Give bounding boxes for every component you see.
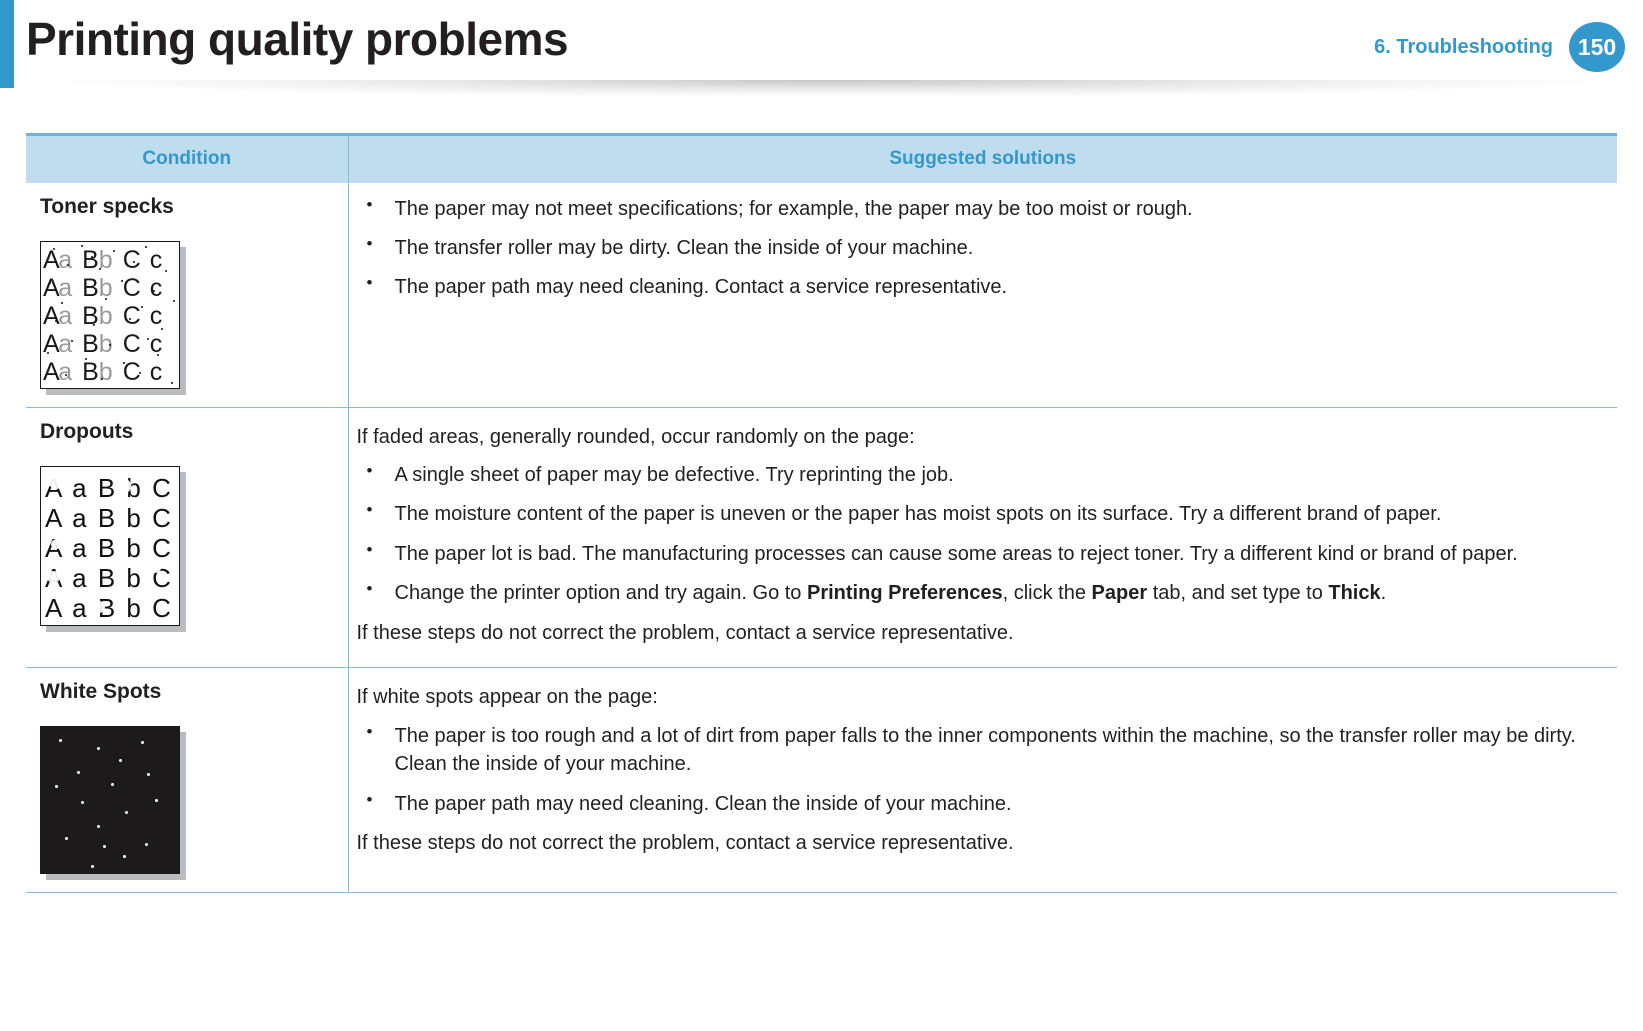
page-title: Printing quality problems — [26, 13, 569, 65]
condition-cell-white-spots: White Spots — [26, 667, 349, 894]
solution-intro: If faded areas, generally rounded, occur… — [356, 425, 915, 448]
list-item: The transfer roller may be dirty. Clean … — [359, 232, 1600, 262]
solution-outro: If these steps do not correct the proble… — [356, 621, 1014, 644]
condition-title: White Spots — [40, 680, 162, 704]
table-header-row: Condition Suggested solutions — [26, 133, 1617, 183]
list-item: The paper is too rough and a lot of dirt… — [359, 720, 1600, 779]
list-item: The paper lot is bad. The manufacturing … — [359, 538, 1600, 568]
column-header-suggested-solutions: Suggested solutions — [347, 133, 1617, 183]
list-item: The moisture content of the paper is une… — [359, 498, 1600, 528]
solutions-cell-toner-specks: The paper may not meet specifications; f… — [348, 182, 1617, 408]
dropouts-sample: A a B b C A a B b C A a B b C A a B b C … — [40, 465, 186, 632]
left-accent-bar — [0, 0, 14, 88]
rich-bold-thick: Thick — [1328, 582, 1381, 605]
rich-mid1: , click the — [1002, 582, 1092, 605]
sample-image-white-spots — [40, 726, 180, 875]
solution-intro: If white spots appear on the page: — [356, 686, 658, 709]
chapter-label: 6. Troubleshooting — [1374, 35, 1553, 58]
solution-bullet-list: The paper is too rough and a lot of dirt… — [359, 720, 1600, 818]
table-row: Dropouts A a B b C A a B b C A a B b C A… — [26, 407, 1617, 669]
solution-outro: If these steps do not correct the proble… — [356, 832, 1014, 855]
rich-prefix: Change the printer option and try again.… — [394, 582, 807, 605]
white-spots-sample — [40, 726, 186, 881]
rich-bold-paper: Paper — [1091, 582, 1148, 605]
solutions-cell-dropouts: If faded areas, generally rounded, occur… — [348, 407, 1617, 669]
list-item: The paper path may need cleaning. Clean … — [359, 788, 1600, 818]
rich-bold-printing-preferences: Printing Preferences — [807, 582, 1003, 605]
solution-bullet-list: A single sheet of paper may be defective… — [359, 459, 1600, 608]
condition-title: Dropouts — [40, 419, 134, 443]
condition-cell-dropouts: Dropouts A a B b C A a B b C A a B b C A… — [26, 407, 349, 669]
list-item: A single sheet of paper may be defective… — [359, 459, 1600, 489]
solutions-cell-white-spots: If white spots appear on the page: The p… — [348, 667, 1617, 894]
rich-suffix: . — [1380, 582, 1387, 605]
condition-title: Toner specks — [40, 194, 174, 218]
solution-bullet-list: The paper may not meet specifications; f… — [359, 192, 1600, 302]
list-item-rich: Change the printer option and try again.… — [359, 577, 1600, 607]
printing-quality-problems-table: Condition Suggested solutions Toner spec… — [26, 133, 1617, 894]
header-meta: 6. Troubleshooting 150 — [1374, 22, 1625, 72]
table-row: White Spots — [26, 667, 1617, 894]
sample-image-dropouts: A a B b C A a B b C A a B b C A a B b C … — [40, 465, 180, 626]
list-item: The paper path may need cleaning. Contac… — [359, 271, 1600, 301]
list-item: The paper may not meet specifications; f… — [359, 192, 1600, 223]
rich-mid2: tab, and set type to — [1147, 582, 1329, 605]
column-header-condition: Condition — [26, 133, 348, 183]
header-shadow — [14, 80, 1643, 102]
page-header: Printing quality problems 6. Troubleshoo… — [0, 0, 1643, 102]
page-number-badge: 150 — [1569, 22, 1625, 72]
